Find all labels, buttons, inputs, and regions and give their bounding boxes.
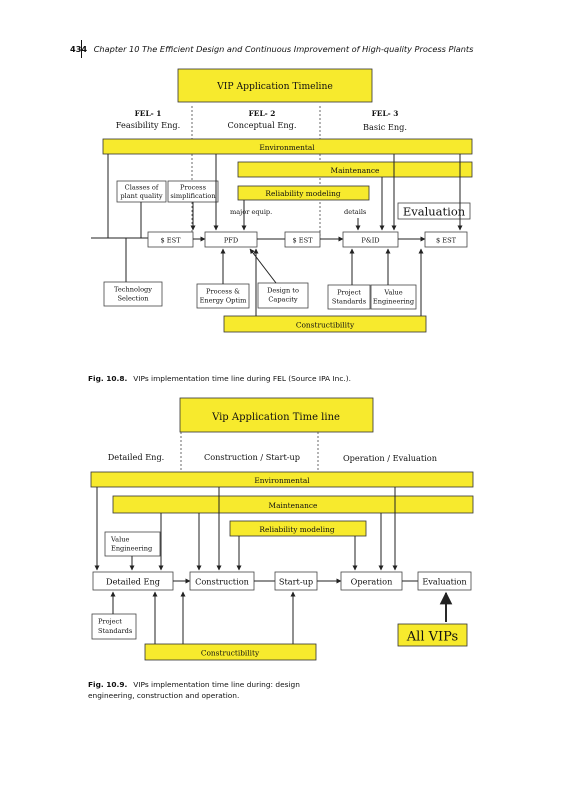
project-standards-box-fig1	[327, 284, 371, 310]
caption-number-fig-10-9: Fig. 10.9.	[88, 680, 128, 689]
design-capacity-arrow	[249, 248, 277, 284]
fig1-maintenance-bar	[237, 161, 473, 178]
design-capacity-box	[257, 282, 309, 309]
phase-code-fel2: FEL- 2	[249, 109, 276, 118]
est-box-3	[424, 231, 468, 248]
figure-10-8-caption: Fig. 10.8. VIPs implementation time line …	[88, 373, 351, 384]
project-standards-box-fig2	[91, 613, 137, 640]
est-label-3: $ EST	[436, 237, 457, 245]
value-engineering-box-fig1	[370, 284, 417, 310]
all-vips-label: All VIPs	[406, 630, 458, 645]
process-energy-box	[196, 283, 250, 309]
fig1-reliability-label: Reliability modeling	[265, 189, 340, 198]
fig2-project-standards-line1: Project	[98, 618, 122, 626]
evaluation-label-fig2: Evaluation	[422, 577, 467, 587]
fig1-maintenance-label: Maintenance	[331, 166, 380, 175]
process-simplification-line2: simplification	[170, 192, 216, 200]
fig2-maintenance-bar	[112, 495, 474, 514]
design-capacity-line1: Design to	[267, 287, 299, 295]
process-energy-line2: Energy Optim	[200, 297, 248, 305]
detailed-eng-label: Detailed Eng	[106, 577, 160, 587]
est-label-2: $ EST	[292, 237, 313, 245]
fig2-reliability-label: Reliability modeling	[259, 525, 334, 534]
technology-line2: Selection	[117, 295, 149, 303]
value-engineering-line2: Engineering	[373, 298, 415, 306]
est-label-1: $ EST	[160, 237, 181, 245]
evaluation-box-fig2	[417, 571, 472, 591]
fig2-environmental-bar	[90, 471, 474, 488]
fig2-reliability-bar	[229, 520, 367, 537]
value-engineering-box-fig2	[104, 531, 161, 557]
fig1-environmental-label: Environmental	[259, 143, 315, 152]
evaluation-label: Evaluation	[403, 205, 466, 219]
caption-line1-fig-10-9: VIPs implementation time line during: de…	[133, 680, 300, 689]
fig2-title: Vip Application Time line	[211, 412, 340, 423]
phase-name-basic: Basic Eng.	[363, 122, 407, 132]
fig2-constructibility-label: Constructibility	[201, 649, 260, 658]
page-number: 434	[70, 44, 88, 54]
fig2-constructibility-bar	[144, 643, 317, 661]
caption-text-fig-10-8: VIPs implementation time line during FEL…	[133, 374, 351, 383]
evaluation-box	[397, 202, 471, 220]
construction-label: Construction	[195, 577, 250, 587]
fig1-environmental-bar	[102, 138, 473, 155]
classes-line1: Classes of	[125, 184, 159, 192]
process-simplification-line1: Process	[180, 184, 207, 192]
fig2-value-engineering-line2: Engineering	[111, 545, 153, 553]
phase-code-fel3: FEL- 3	[372, 109, 399, 118]
fig1-reliability-bar	[237, 185, 370, 201]
fig2-title-box	[179, 397, 374, 433]
phase-code-fel1: FEL- 1	[135, 109, 162, 118]
caption-number-fig-10-8: Fig. 10.8.	[88, 374, 128, 383]
fig1-constructibility-bar	[223, 315, 427, 333]
technology-selection-box	[103, 281, 163, 307]
phase-construction-startup: Construction / Start-up	[204, 452, 300, 462]
phase-name-feasibility: Feasibility Eng.	[116, 120, 181, 130]
fig2-project-standards-line2: Standards	[98, 627, 133, 635]
fig2-maintenance-label: Maintenance	[269, 501, 318, 510]
project-standards-line1: Project	[337, 289, 361, 297]
figure-10-8: VIP Application Timeline FEL- 1 Feasibil…	[91, 68, 473, 333]
fig2-value-engineering-line1: Value	[110, 536, 129, 544]
figure-10-9-caption: Fig. 10.9. VIPs implementation time line …	[88, 679, 300, 701]
design-capacity-line2: Capacity	[268, 296, 298, 304]
fig1-constructibility-label: Constructibility	[296, 321, 355, 330]
all-vips-box	[397, 623, 468, 647]
details-label: details	[344, 208, 367, 216]
caption-line2-fig-10-9: engineering, construction and operation.	[88, 691, 240, 700]
pid-label: P&ID	[361, 237, 379, 245]
fig1-title-box	[177, 68, 373, 103]
process-energy-line1: Process &	[206, 288, 240, 296]
fig1-title: VIP Application Timeline	[216, 81, 333, 92]
pfd-label: PFD	[224, 237, 238, 245]
operation-label: Operation	[351, 577, 393, 587]
running-title: Chapter 10 The Efficient Design and Cont…	[93, 44, 474, 54]
major-equip-label: major equip.	[230, 208, 272, 216]
running-header: 434 Chapter 10 The Efficient Design and …	[70, 44, 473, 54]
header-rule	[81, 40, 82, 58]
project-standards-line2: Standards	[332, 298, 367, 306]
phase-detailed-eng: Detailed Eng.	[108, 452, 165, 462]
phase-name-conceptual: Conceptual Eng.	[228, 120, 297, 130]
startup-label: Start-up	[279, 577, 313, 587]
phase-operation-evaluation: Operation / Evaluation	[343, 453, 438, 463]
figure-10-9: Vip Application Time line Detailed Eng. …	[90, 397, 474, 661]
value-engineering-line1: Value	[383, 289, 402, 297]
classes-line2: plant quality	[120, 192, 163, 200]
technology-line1: Technology	[114, 286, 152, 294]
fig2-environmental-label: Environmental	[254, 476, 310, 485]
